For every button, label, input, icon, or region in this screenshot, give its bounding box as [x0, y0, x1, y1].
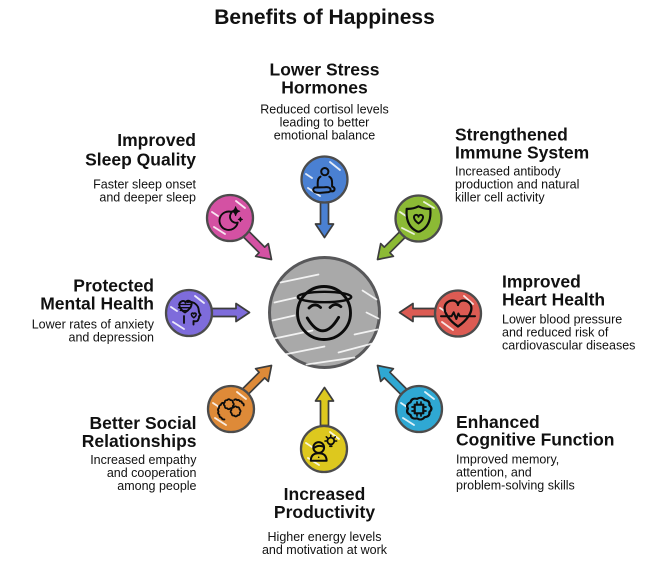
svg-text:Improved: Improved	[502, 272, 581, 292]
svg-text:and cooperation: and cooperation	[107, 466, 197, 480]
svg-text:attention, and: attention, and	[456, 466, 532, 480]
svg-text:Benefits of Happiness: Benefits of Happiness	[214, 6, 435, 29]
svg-text:Faster sleep onset: Faster sleep onset	[93, 178, 196, 192]
svg-text:Productivity: Productivity	[274, 502, 375, 522]
svg-text:cardiovascular diseases: cardiovascular diseases	[502, 339, 635, 353]
svg-text:Relationships: Relationships	[82, 431, 197, 451]
svg-text:problem-solving skills: problem-solving skills	[456, 479, 575, 493]
svg-text:Mental Health: Mental Health	[40, 294, 154, 314]
svg-text:Heart Health: Heart Health	[502, 290, 605, 310]
svg-text:and deeper sleep: and deeper sleep	[99, 191, 196, 205]
svg-text:production and natural: production and natural	[455, 178, 579, 192]
svg-text:Increased antibody: Increased antibody	[455, 165, 561, 179]
svg-text:Improved: Improved	[117, 130, 196, 150]
svg-text:and depression: and depression	[69, 331, 155, 345]
svg-text:leading to better: leading to better	[280, 116, 370, 130]
svg-text:Protected: Protected	[73, 276, 154, 296]
svg-text:Lower Stress: Lower Stress	[270, 60, 380, 80]
svg-text:and motivation at work: and motivation at work	[262, 543, 388, 557]
svg-text:Immune System: Immune System	[455, 143, 589, 163]
svg-text:Enhanced: Enhanced	[456, 412, 540, 432]
svg-text:and reduced risk of: and reduced risk of	[502, 326, 609, 340]
svg-text:Increased: Increased	[284, 484, 366, 504]
svg-text:Increased empathy: Increased empathy	[90, 453, 197, 467]
svg-text:Higher energy levels: Higher energy levels	[268, 530, 382, 544]
svg-text:Reduced cortisol levels: Reduced cortisol levels	[260, 103, 389, 117]
svg-text:Lower blood pressure: Lower blood pressure	[502, 313, 622, 327]
svg-text:Sleep Quality: Sleep Quality	[85, 150, 196, 170]
svg-text:Better Social: Better Social	[90, 413, 197, 433]
svg-text:Cognitive Function: Cognitive Function	[456, 430, 614, 450]
svg-text:Strengthened: Strengthened	[455, 125, 568, 145]
svg-text:emotional balance: emotional balance	[274, 129, 376, 143]
svg-text:Improved memory,: Improved memory,	[456, 453, 559, 467]
svg-text:Hormones: Hormones	[281, 78, 368, 98]
svg-text:among people: among people	[117, 479, 196, 493]
svg-text:killer cell activity: killer cell activity	[455, 191, 545, 205]
svg-text:Lower rates of anxiety: Lower rates of anxiety	[32, 318, 155, 332]
